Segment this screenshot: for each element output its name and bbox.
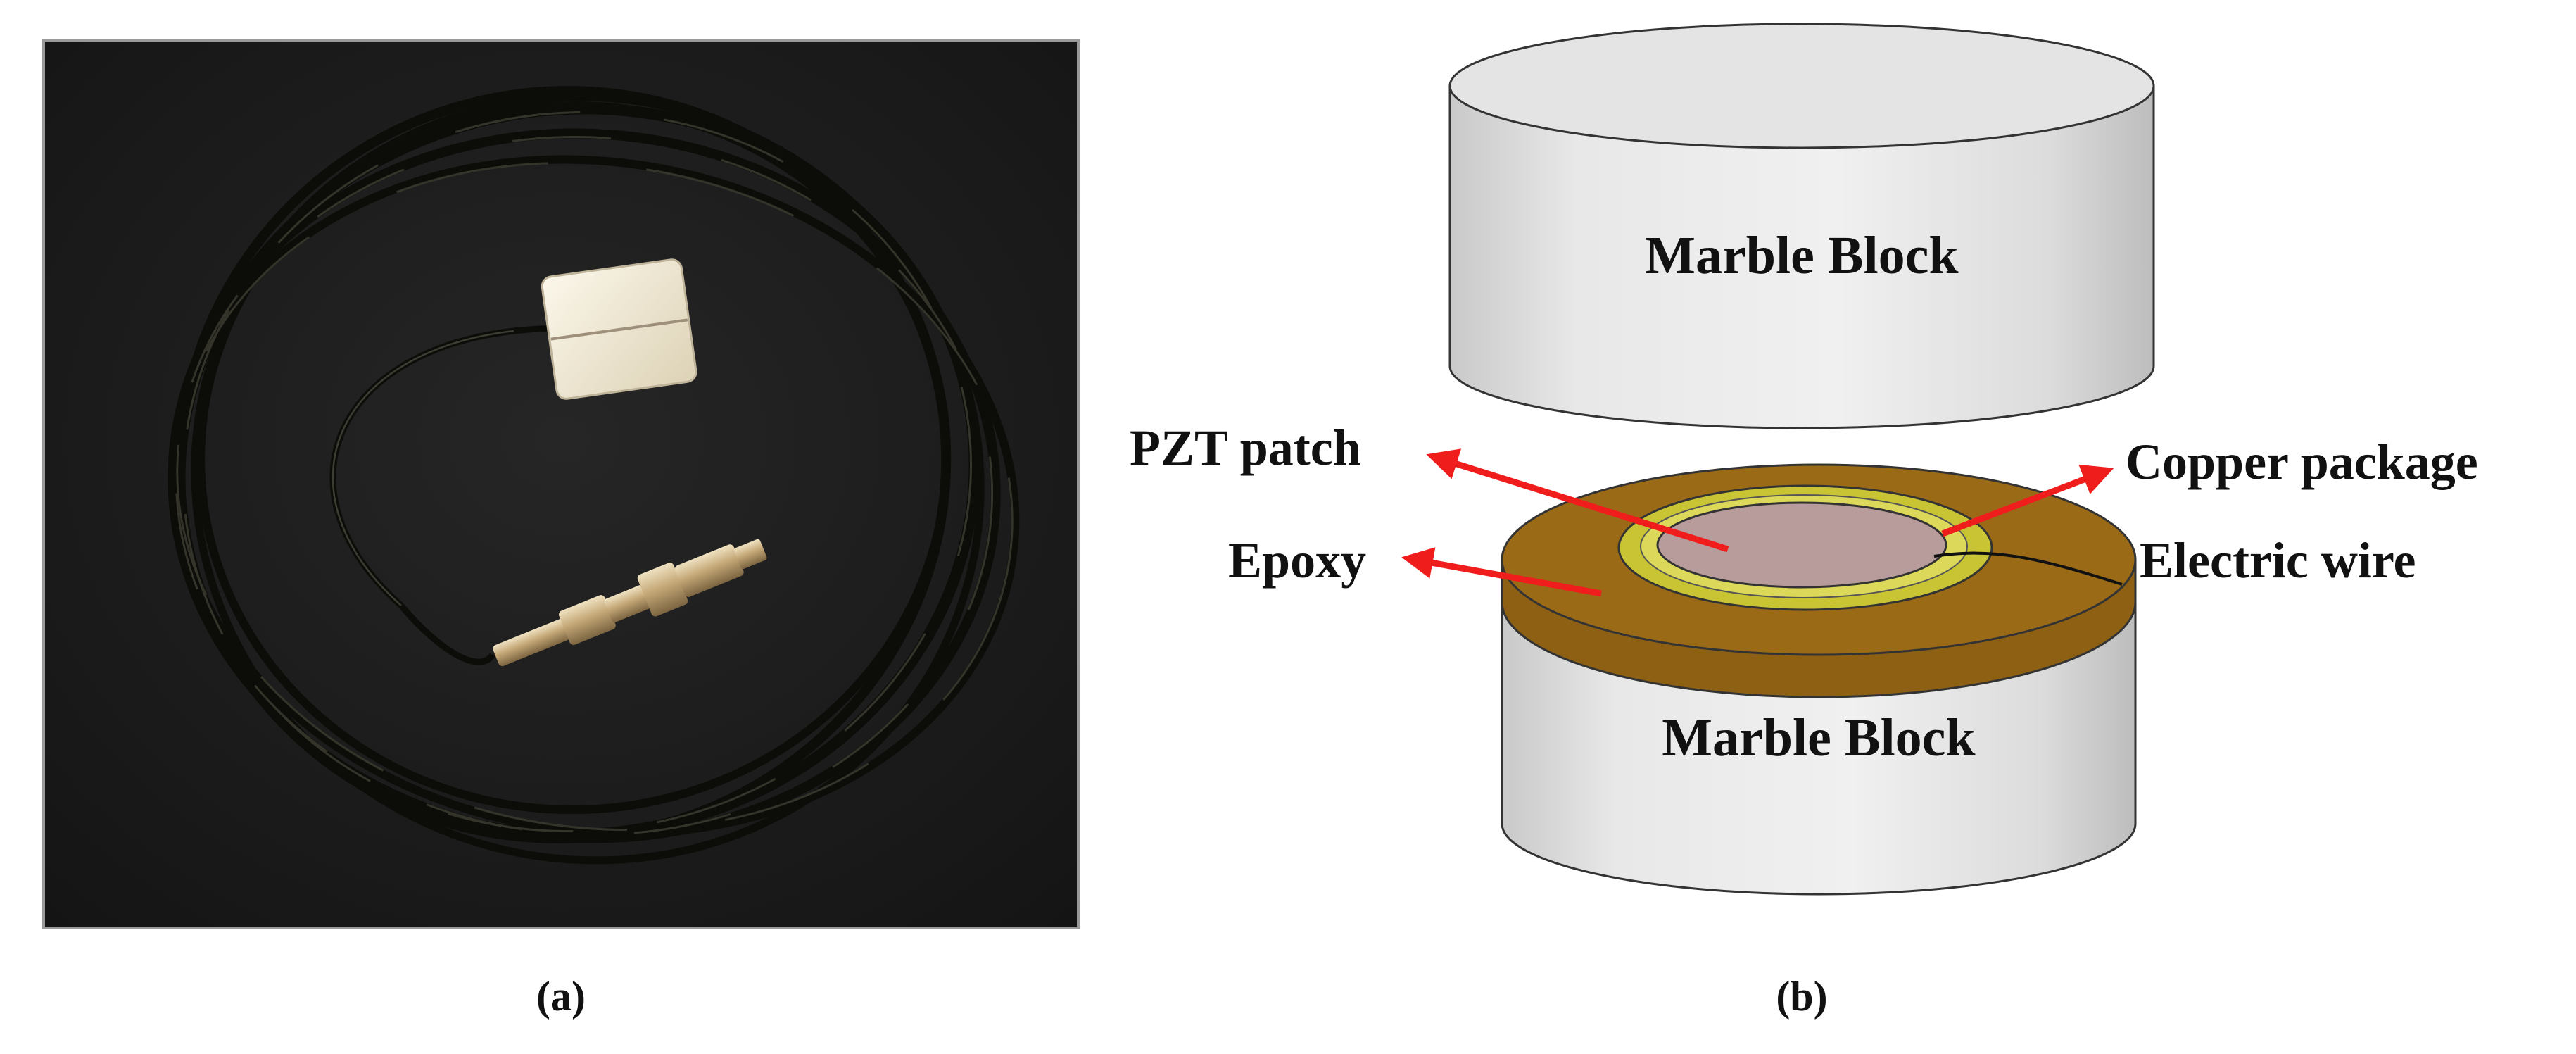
cable-coil [168, 86, 1020, 865]
label-pzt-patch: PZT patch [1130, 420, 1361, 476]
photo-frame [42, 39, 1080, 929]
pzt-patch [1656, 501, 1947, 589]
cable-highlights [175, 111, 1014, 836]
sensor-lead-highlight [332, 330, 514, 606]
arrow-copper-package [1941, 464, 2114, 537]
panel-b: Marble Block Marble Block PZT patch Copp… [1130, 23, 2478, 1020]
label-electric-wire: Electric wire [2140, 532, 2416, 589]
marble-block-top [1448, 23, 2155, 429]
caption-b: (b) [1776, 973, 1827, 1020]
label-epoxy: Epoxy [1228, 532, 1366, 589]
arrow-pzt-patch [1426, 448, 1729, 553]
bnc-connector [493, 539, 767, 667]
arrow-epoxy [1401, 547, 1602, 597]
pzt-sensor-block [541, 258, 697, 400]
label-marble-top: Marble Block [1645, 226, 1959, 285]
label-copper-package: Copper package [2126, 434, 2478, 490]
caption-a: (a) [536, 973, 586, 1020]
label-marble-bottom: Marble Block [1662, 708, 1976, 767]
panel-a: (a) [42, 39, 1080, 1020]
callout-arrows [1401, 448, 2114, 597]
electric-wire [1933, 551, 2123, 586]
marble-block-bottom [1501, 463, 2137, 896]
connector-lead [398, 603, 495, 665]
